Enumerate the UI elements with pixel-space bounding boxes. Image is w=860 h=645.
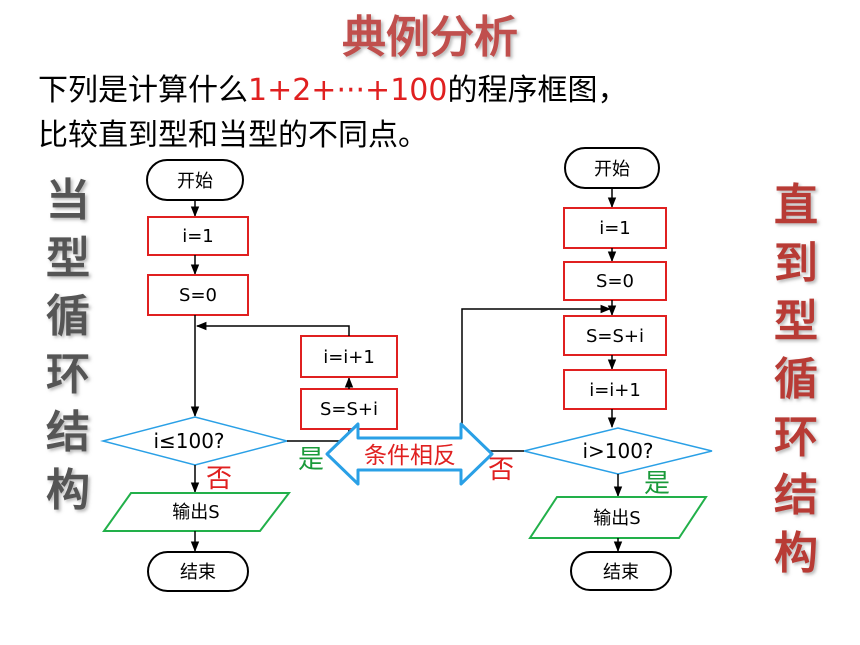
until-body-sum-box [563, 315, 667, 356]
question-highlight: 1+2+···+100 [248, 73, 447, 108]
while-init-s-label: S=0 [179, 285, 217, 306]
until-output-parallelogram [528, 496, 708, 539]
while-init-s-box [147, 274, 249, 316]
while-body-increment-box [300, 335, 398, 378]
while-output-label: 输出S [172, 502, 219, 523]
until-condition-diamond [523, 427, 713, 475]
while-end-label: 结束 [180, 562, 216, 583]
condition-opposite-arrow: 条件相反 [325, 422, 494, 486]
while-loop-flowchart: 开始 i=1 S=0 i≤100? S=S+i i=i+1 是 否 输出S [100, 159, 398, 592]
while-start-label: 开始 [177, 171, 213, 192]
left-label-char: 环 [46, 349, 90, 400]
right-label-char: 结 [774, 470, 818, 521]
while-end-terminal [147, 551, 249, 592]
right-label-char: 型 [774, 296, 818, 347]
until-body-increment-label: i=i+1 [589, 380, 641, 401]
while-no-label: 否 [206, 464, 232, 494]
right-label-char: 构 [774, 528, 818, 579]
left-label-char: 循 [46, 291, 90, 342]
until-init-s-box [563, 261, 667, 301]
slide-title: 典例分析 [342, 12, 518, 63]
until-condition-label: i>100? [582, 439, 653, 463]
until-body-sum-label: S=S+i [586, 326, 644, 347]
until-end-label: 结束 [603, 562, 639, 583]
while-yes-label: 是 [298, 445, 324, 475]
while-init-i-label: i=1 [182, 226, 214, 247]
right-label-char: 循 [774, 354, 818, 405]
left-label-char: 当 [46, 175, 90, 226]
while-init-i-box [147, 216, 249, 256]
until-no-label: 否 [488, 455, 514, 485]
while-condition-label: i≤100? [153, 429, 224, 453]
question-prefix: 下列是计算什么 [38, 73, 248, 108]
until-init-s-label: S=0 [596, 271, 634, 292]
left-label-char: 型 [46, 233, 90, 284]
until-body-increment-box [563, 369, 667, 410]
until-output-label: 输出S [593, 508, 640, 529]
until-init-i-box [563, 207, 667, 249]
right-label-char: 环 [774, 412, 818, 463]
question-line-2: 比较直到型和当型的不同点。 [38, 118, 428, 153]
until-end-terminal [570, 551, 672, 591]
right-label-char: 到 [774, 238, 818, 289]
double-arrow-shape [325, 422, 494, 486]
while-body-sum-label: S=S+i [320, 399, 378, 420]
question-line-1: 下列是计算什么1+2+···+100的程序框图， [38, 73, 627, 108]
left-label-char: 结 [46, 407, 90, 458]
right-label-char: 直 [774, 180, 818, 231]
left-label-char: 构 [46, 465, 90, 516]
right-vertical-label: 直 到 型 循 环 结 构 [774, 180, 818, 579]
until-yes-label: 是 [644, 469, 670, 499]
while-output-parallelogram [102, 492, 292, 532]
left-vertical-label: 当 型 循 环 结 构 [46, 175, 90, 516]
question-suffix: 的程序框图， [447, 73, 627, 108]
until-start-label: 开始 [594, 159, 630, 180]
while-body-increment-label: i=i+1 [323, 347, 375, 368]
until-loop-flowchart: 开始 i=1 S=0 S=S+i i=i+1 i>100? 否 是 输出S [461, 147, 713, 591]
double-arrow-label: 条件相反 [364, 443, 456, 469]
until-init-i-label: i=1 [599, 218, 631, 239]
